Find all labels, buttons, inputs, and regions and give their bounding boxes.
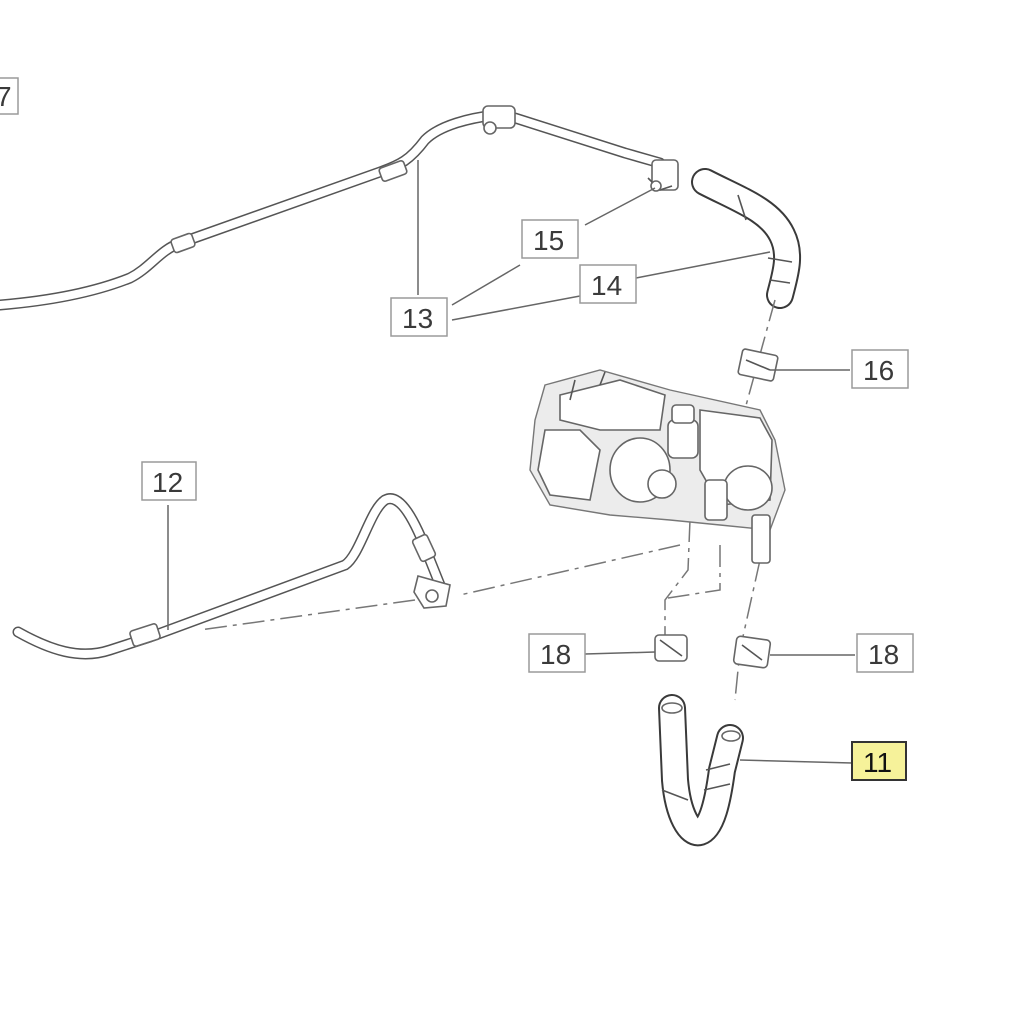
hose-14 (691, 168, 802, 309)
clip-16 (737, 348, 779, 382)
callout-16: 16 (851, 349, 909, 389)
upper-hose (0, 105, 666, 311)
svg-text:11: 11 (863, 747, 892, 778)
callout-18-left: 18 (528, 633, 586, 673)
lower-hose (12, 493, 451, 660)
pump-assembly (529, 369, 786, 564)
svg-text:16: 16 (863, 355, 894, 386)
callout-7: 7 (0, 77, 19, 115)
svg-text:12: 12 (152, 467, 183, 498)
svg-text:13: 13 (402, 303, 433, 334)
svg-text:14: 14 (591, 270, 622, 301)
callout-14: 14 (579, 264, 637, 304)
hose-11 (658, 694, 744, 847)
leader-lines (167, 160, 855, 764)
callout-12: 12 (141, 461, 197, 501)
svg-text:18: 18 (868, 639, 899, 670)
clamp-15 (647, 159, 679, 192)
callout-15: 15 (521, 219, 579, 259)
svg-text:18: 18 (540, 639, 571, 670)
clamp-18-right (732, 635, 772, 669)
svg-text:15: 15 (533, 225, 564, 256)
callout-18-right: 18 (856, 633, 914, 673)
svg-text:7: 7 (0, 81, 12, 112)
callout-11: 11 (851, 741, 907, 781)
clamp-18-left (654, 634, 688, 662)
callout-13: 13 (390, 297, 448, 337)
